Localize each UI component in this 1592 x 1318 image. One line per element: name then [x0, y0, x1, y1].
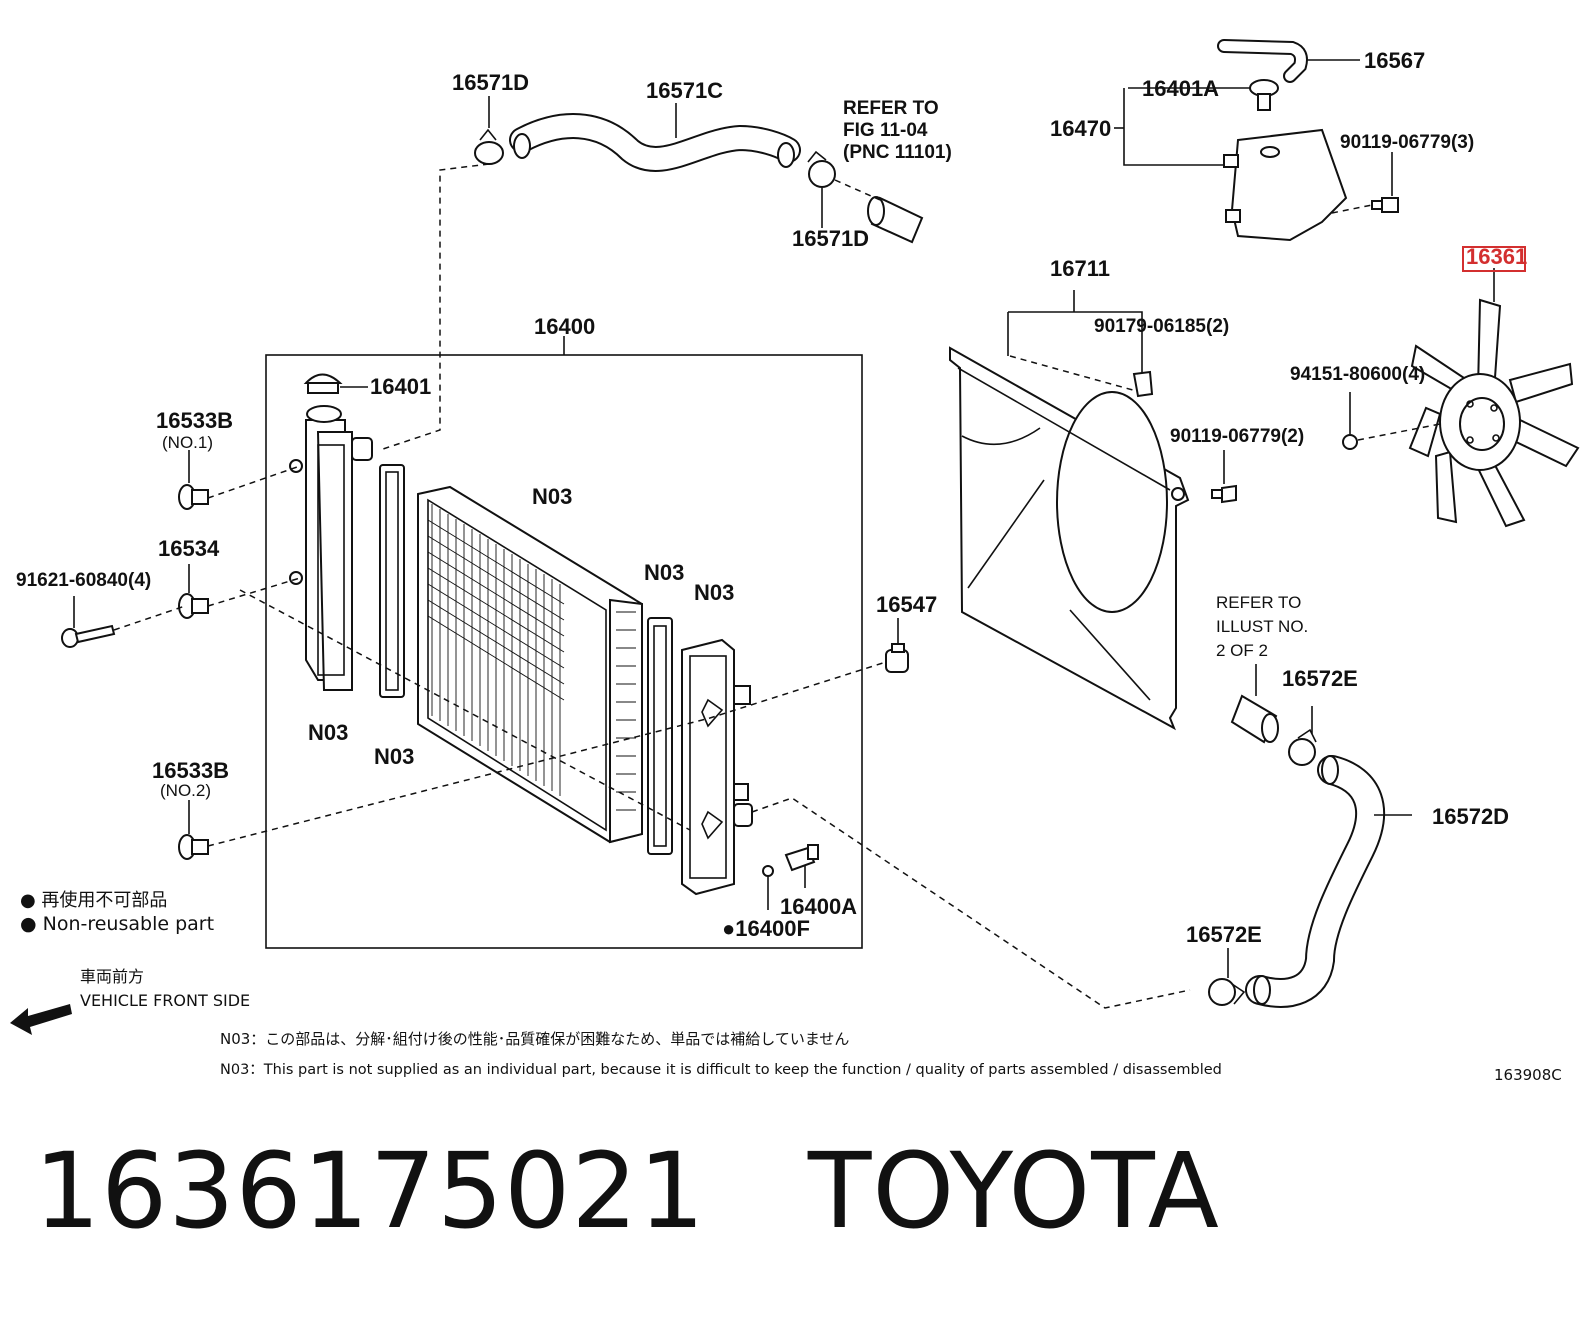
grommet-16547	[885, 643, 909, 673]
label-n03-left-seal: N03	[374, 744, 414, 769]
drain-cock	[784, 844, 819, 872]
label-n03-mid: N03	[644, 560, 684, 585]
lower-radiator-hose	[1245, 755, 1386, 1008]
reservoir-cap-16401a	[1249, 79, 1279, 111]
lower-pipe-ref	[1230, 694, 1279, 744]
radiator-cap	[303, 373, 343, 394]
bolt-90119-shroud	[1211, 484, 1237, 504]
label-16400a: 16400A	[780, 894, 857, 919]
label-refer-fig-3: (PNC 11101)	[843, 142, 952, 163]
upper-radiator-hose	[509, 113, 801, 172]
figure-code: 163908C	[1494, 1066, 1562, 1084]
part-title: 1636175021 TOYOTA	[34, 1130, 1220, 1252]
label-16571c: 16571C	[646, 78, 723, 103]
highlighted-part-box	[1462, 246, 1526, 272]
label-refer-fig-2: FIG 11-04	[843, 120, 928, 141]
bracket-16533b-no2	[178, 834, 209, 860]
label-16572e-top: 16572E	[1282, 666, 1358, 691]
label-16401a: 16401A	[1142, 76, 1219, 101]
label-16400f: ●16400F	[722, 916, 810, 941]
label-16572d: 16572D	[1432, 804, 1509, 829]
label-bolt-90179: 90179-06185(2)	[1094, 316, 1229, 337]
bolt-91621	[61, 624, 116, 648]
clip-90179	[1132, 370, 1154, 398]
bolt-90119-reservoir	[1371, 197, 1399, 213]
label-refer-fig-1: REFER TO	[843, 98, 939, 119]
legend-en: ● Non-reusable part	[20, 913, 214, 935]
label-16533b-no2-sub: (NO.2)	[160, 781, 211, 800]
label-16361: 16361	[1466, 244, 1527, 269]
engine-outlet-pipe	[867, 196, 924, 244]
bracket-16534	[178, 593, 209, 619]
label-16533b-no1: 16533B	[156, 408, 233, 433]
note-jp: N03：この部品は、分解･組付け後の性能･品質確保が困難なため、単品では補給して…	[220, 1030, 849, 1048]
radiator-left-tank	[289, 405, 373, 691]
reservoir-hose-16567	[1217, 39, 1308, 83]
label-16711: 16711	[1050, 256, 1110, 281]
radiator-right-tank	[681, 638, 753, 896]
label-refer-illust-3: 2 OF 2	[1216, 641, 1268, 660]
radiator-left-seal	[379, 464, 405, 698]
direction-jp: 車両前方	[80, 967, 144, 986]
brand-name: TOYOTA	[807, 1130, 1220, 1252]
label-16400: 16400	[534, 314, 595, 339]
legend-jp: ● 再使用不可部品	[20, 890, 167, 911]
direction-en: VEHICLE FRONT SIDE	[80, 991, 250, 1010]
label-bolt-90119-3: 90119-06779(3)	[1340, 132, 1474, 153]
label-16572e-bottom: 16572E	[1186, 922, 1262, 947]
label-16571d-bottom: 16571D	[792, 226, 869, 251]
label-refer-illust-2: ILLUST NO.	[1216, 617, 1308, 636]
label-16534: 16534	[158, 536, 220, 561]
label-refer-illust-1: REFER TO	[1216, 593, 1301, 612]
hose-clamp-16572e-top	[1288, 728, 1317, 766]
label-16571d-top: 16571D	[452, 70, 529, 95]
drain-o-ring	[762, 865, 774, 877]
part-number: 1636175021	[34, 1130, 706, 1252]
hose-clamp-16572e-bottom	[1208, 978, 1246, 1006]
label-16470: 16470	[1050, 116, 1111, 141]
label-n03-right: N03	[694, 580, 734, 605]
cooling-fan	[1408, 298, 1580, 528]
label-16547: 16547	[876, 592, 937, 617]
label-16401: 16401	[370, 374, 431, 399]
label-n03-core: N03	[532, 484, 572, 509]
note-en: N03：This part is not supplied as an indi…	[220, 1062, 1222, 1078]
fan-shroud	[949, 346, 1190, 731]
nut-94151	[1342, 434, 1358, 450]
front-arrow-icon	[10, 1004, 72, 1035]
label-n03-left-tank: N03	[308, 720, 348, 745]
label-16533b-no2: 16533B	[152, 758, 229, 783]
hose-clamp-16571d-top	[474, 128, 504, 165]
label-bolt-90119-2: 90119-06779(2)	[1170, 426, 1304, 447]
radiator-core	[417, 485, 643, 844]
label-bolt-91621: 91621-60840(4)	[16, 570, 151, 591]
label-16567: 16567	[1364, 48, 1425, 73]
core-side-plate	[609, 598, 643, 844]
hose-clamp-16571d-bottom	[807, 150, 836, 188]
bracket-16533b-no1	[178, 484, 209, 510]
label-bolt-94151: 94151-80600(4)	[1290, 364, 1425, 385]
label-16533b-no1-sub: (NO.1)	[162, 433, 213, 452]
reservoir-tank	[1223, 128, 1348, 242]
